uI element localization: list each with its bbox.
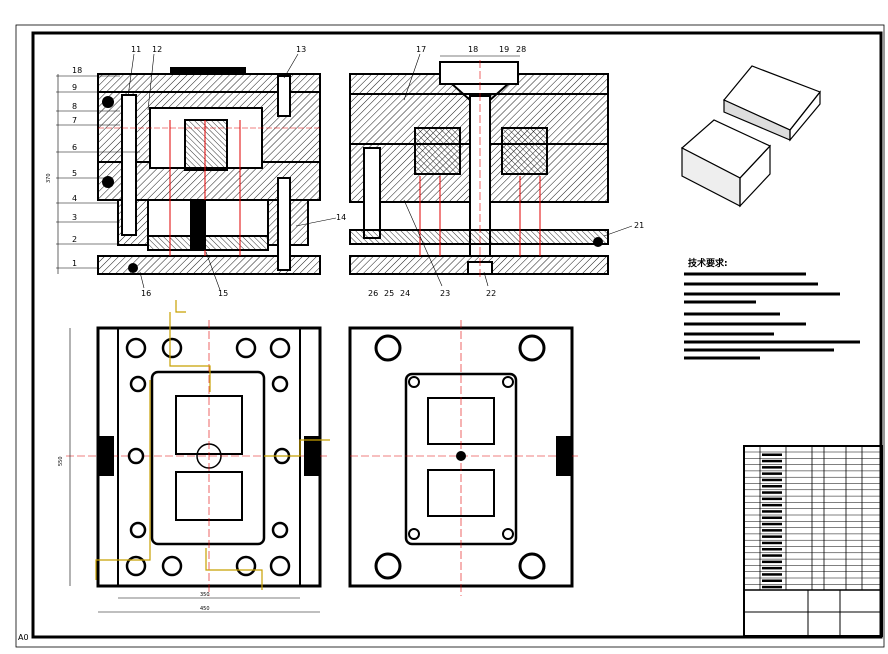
part-isometric-view	[680, 65, 821, 208]
callout-19: 19	[499, 45, 509, 54]
technical-requirements: 技术要求:	[684, 257, 860, 360]
callout-1: 1	[72, 259, 77, 268]
dim-plan-width-inner: 350	[200, 592, 210, 598]
bom-cell-text	[762, 478, 782, 482]
bom-cell-text	[762, 522, 782, 526]
bom-cell-text	[762, 485, 782, 488]
callout-18b: 18	[468, 45, 478, 54]
callout-15: 15	[218, 289, 228, 298]
bom-cell-text	[762, 510, 782, 513]
callout-24: 24	[400, 289, 410, 298]
bom-cell-text	[762, 541, 782, 545]
section-view-left	[97, 67, 321, 275]
callout-28: 28	[516, 45, 526, 54]
bom-cell-text	[762, 459, 782, 463]
callout-12: 12	[152, 45, 162, 54]
bom-cell-text	[762, 472, 782, 475]
bom-cell-text	[762, 491, 782, 494]
sheet-size-mark: A0	[18, 633, 29, 642]
callout-18: 18	[72, 66, 82, 75]
bom-cell-text	[762, 503, 782, 507]
dim-plan-width-outer: 450	[200, 606, 210, 612]
callout-5: 5	[72, 169, 77, 178]
bom-cell-text	[762, 573, 782, 576]
callout-8: 8	[72, 102, 77, 111]
inner-border	[31, 31, 883, 639]
bom-cell-text	[762, 548, 782, 551]
callout-14: 14	[336, 213, 346, 222]
callout-22: 22	[486, 289, 496, 298]
callout-26: 26	[368, 289, 378, 298]
plan-view-right	[348, 320, 580, 596]
bom-cell-text	[762, 566, 782, 570]
bom-cell-text	[762, 554, 782, 557]
callout-6: 6	[72, 143, 77, 152]
section-view-right	[349, 60, 609, 280]
bom-rows	[744, 451, 882, 589]
bom-cell-text	[762, 497, 782, 501]
bom-cell-text	[762, 453, 782, 456]
callout-13: 13	[296, 45, 306, 54]
bom-cell-text	[762, 466, 782, 469]
callout-9: 9	[72, 83, 77, 92]
callout-3: 3	[72, 213, 77, 222]
callout-17: 17	[416, 45, 426, 54]
title-block	[743, 445, 883, 637]
dim-plan-height: 550	[58, 456, 64, 466]
bom-cell-text	[762, 579, 782, 582]
callout-11: 11	[131, 45, 141, 54]
callout-7: 7	[72, 116, 77, 125]
section-right-callouts: 17 18 19 28 21 26 25 24 23 22	[368, 45, 644, 298]
section-left-callouts: 18 9 8 7 6 5 4 3 2 1 11 12 13 16 15 14 3…	[46, 45, 346, 298]
bom-cell-text	[762, 585, 782, 589]
bom-cell-text	[762, 529, 782, 532]
bom-cell-text	[762, 516, 782, 519]
callout-25: 25	[384, 289, 394, 298]
callout-21: 21	[634, 221, 644, 230]
outer-border	[15, 24, 885, 648]
callout-23: 23	[440, 289, 450, 298]
bom-cell-text	[762, 560, 782, 564]
plan-left-dimensions: 550 350 450	[58, 328, 320, 613]
callout-2: 2	[72, 235, 77, 244]
dim-overall-height: 370	[46, 173, 52, 183]
callout-4: 4	[72, 194, 77, 203]
plan-view-left	[66, 300, 330, 596]
callout-16: 16	[141, 289, 151, 298]
bom-cell-text	[762, 535, 782, 538]
tech-requirements-title: 技术要求:	[688, 257, 728, 269]
